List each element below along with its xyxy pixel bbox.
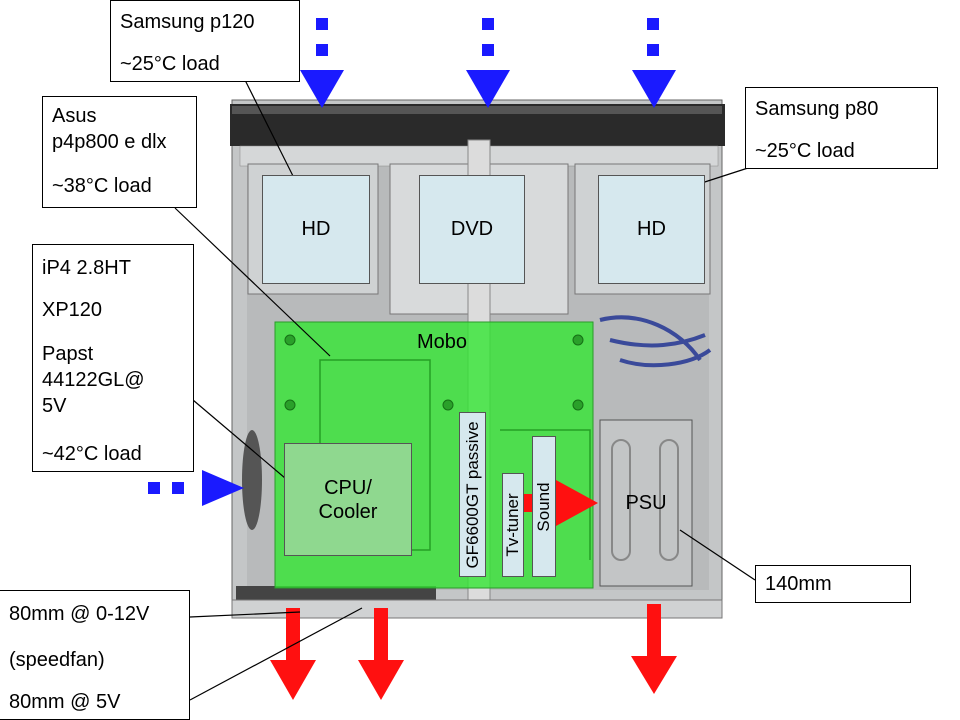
label-hd2-line1: Samsung p80: [755, 98, 879, 120]
psu-label: PSU: [625, 491, 667, 514]
label-fans: 80mm @ 0-12V (speedfan) 80mm @ 5V: [0, 590, 190, 720]
label-cpu-line3: Papst: [42, 343, 94, 365]
dvd-label: DVD: [450, 218, 494, 240]
tv-tuner-box: Tv-tuner: [502, 473, 524, 577]
label-cpu-line2: XP120: [42, 299, 103, 321]
label-mobo-line3: ~38°C load: [52, 175, 152, 197]
hd-left-label: HD: [301, 218, 331, 240]
psu-box: [599, 419, 693, 587]
gpu-box: GF6600GT passive: [459, 412, 486, 577]
label-psu-fan-line1: 140mm: [765, 573, 832, 595]
label-cpu-line5: 5V: [42, 395, 67, 417]
side-vent: [242, 430, 262, 530]
tv-tuner-label: Tv-tuner: [503, 493, 522, 557]
label-fans-line1: 80mm @ 0-12V: [9, 603, 150, 625]
psu-label-box: PSU: [600, 420, 692, 586]
cpu-cooler-line2: Cooler: [318, 500, 378, 523]
label-cpu: iP4 2.8HT XP120 Papst 44122GL@ 5V ~42°C …: [32, 244, 194, 472]
hd-left-box: HD: [262, 175, 370, 284]
label-fans-line2: (speedfan): [9, 649, 105, 671]
hd-right-box: HD: [598, 175, 705, 284]
cpu-cooler-box: CPU/ Cooler: [284, 443, 412, 556]
gpu-label: GF6600GT passive: [462, 420, 482, 569]
label-cpu-line1: iP4 2.8HT: [42, 257, 131, 279]
label-hd2: Samsung p80 ~25°C load: [745, 87, 938, 169]
mobo-label: Mobo: [417, 331, 468, 353]
bottom-exhaust-arrows: [270, 604, 677, 700]
hd-right-label: HD: [637, 218, 666, 240]
dvd-box: DVD: [419, 175, 525, 284]
label-hd1-line1: Samsung p120: [120, 11, 255, 33]
label-mobo: Asus p4p800 e dlx ~38°C load: [42, 96, 197, 208]
sound-box: Sound: [532, 436, 556, 577]
label-cpu-line6: ~42°C load: [42, 443, 142, 465]
label-mobo-line2: p4p800 e dlx: [52, 131, 167, 153]
case-bottom-rail: [231, 599, 723, 619]
top-intake-arrows: [300, 18, 676, 108]
side-intake-arrow: [148, 470, 244, 506]
label-cpu-line4: 44122GL@: [42, 369, 145, 391]
psu-vent-right: [659, 439, 679, 561]
label-hd1: Samsung p120 ~25°C load: [110, 0, 300, 82]
sound-label: Sound: [534, 481, 553, 532]
cable-bundle: [599, 315, 712, 368]
case-top-highlight: [232, 106, 722, 114]
label-fans-line3: 80mm @ 5V: [9, 691, 121, 713]
psu-vent-left: [611, 439, 631, 561]
label-mobo-line1: Asus: [52, 105, 97, 127]
label-psu-fan: 140mm: [755, 565, 911, 603]
cpu-cooler-line1: CPU/: [324, 476, 372, 499]
label-hd1-line2: ~25°C load: [120, 53, 220, 75]
label-hd2-line2: ~25°C load: [755, 140, 855, 162]
